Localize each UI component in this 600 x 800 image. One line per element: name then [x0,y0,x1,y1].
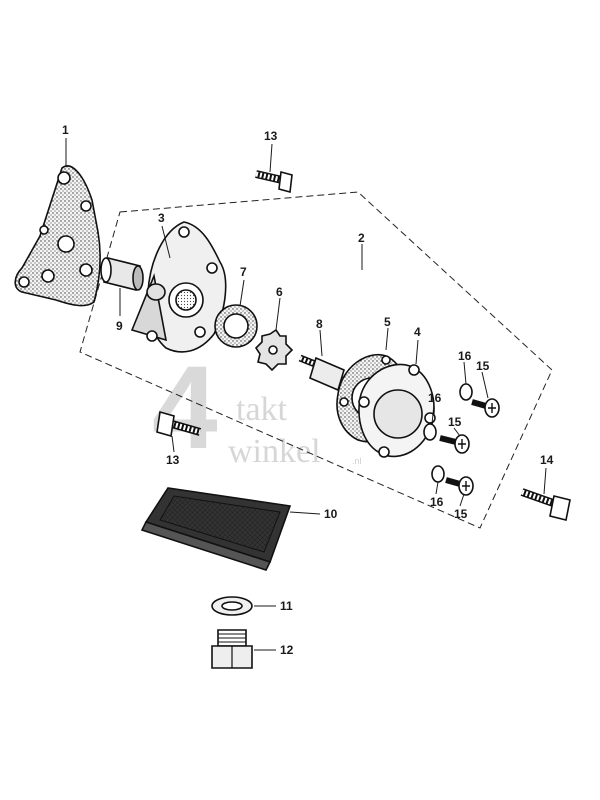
part-6-inner-rotor [254,328,294,372]
part-15-screw-c [445,476,474,496]
label-9: 9 [116,319,123,333]
label-13-left: 13 [166,453,180,467]
part-16-washer-a [459,383,473,401]
leader-lines [65,138,547,651]
label-14: 14 [540,453,554,467]
part-15-screw-b [439,434,470,454]
label-15-b: 15 [448,415,462,429]
label-10: 10 [324,507,338,521]
part-14-bolt [520,488,571,521]
part-11-washer [211,596,253,616]
part-4-cover [358,363,436,458]
label-11: 11 [280,599,293,613]
watermark-line1: takt [236,391,288,428]
part-8-shaft [298,354,345,392]
part-3-pump-body [130,221,227,353]
assembly-boundary [79,191,553,529]
label-16-c: 16 [430,495,444,509]
label-2: 2 [358,231,365,245]
part-16-washer-c [431,465,445,483]
watermark-logo: 4 takt winkel .nl [152,342,362,474]
label-15-a: 15 [476,359,490,373]
label-15-c: 15 [454,507,468,521]
part-13-bolt-left [156,410,202,438]
label-4: 4 [414,325,421,339]
label-8: 8 [316,317,323,331]
label-1: 1 [62,123,69,137]
part-1-gasket [14,165,101,307]
label-16-a: 16 [458,349,472,363]
label-7: 7 [240,265,247,279]
label-6: 6 [276,285,283,299]
part-13-bolt-top [255,170,293,194]
part-15-screw-a [471,398,500,418]
label-5: 5 [384,315,391,329]
label-13-top: 13 [264,129,278,143]
label-16-b: 16 [428,391,442,405]
part-9-sleeve [100,257,144,291]
watermark-line2: winkel [228,433,321,470]
part-16-washer-b [423,423,437,441]
watermark-suffix: .nl [352,456,362,466]
part-7-outer-rotor [214,304,258,348]
part-12-drain-plug [211,629,253,669]
label-3: 3 [158,211,165,225]
part-10-strainer [140,487,292,571]
part-labels: 1 2 3 4 5 6 7 8 9 10 11 12 13 13 14 15 1… [62,123,554,657]
label-12: 12 [280,643,294,657]
